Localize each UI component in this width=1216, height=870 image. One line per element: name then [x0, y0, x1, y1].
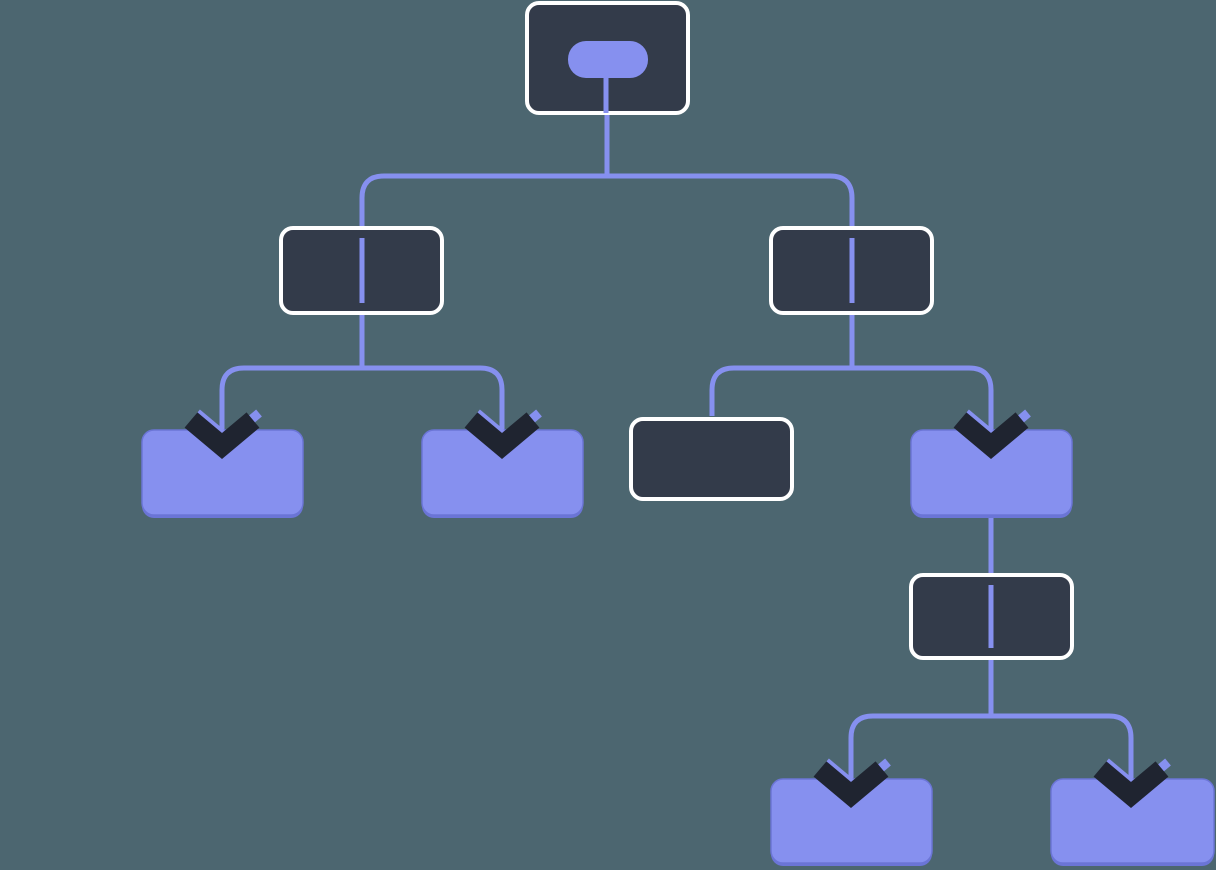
arrowhead-arrowhead-into-level2-leaf-b	[464, 409, 542, 460]
edge-level1-right-to-children-bus	[709, 313, 994, 432]
arrowhead-dark-chevron	[813, 761, 889, 809]
arrowhead-arrowhead-into-level4-leaf-a	[813, 758, 891, 809]
root-pill-shape	[568, 41, 648, 78]
through-line-layer	[359, 238, 994, 648]
edge-branch-2	[991, 713, 1134, 781]
arrowhead-arrowhead-into-level4-leaf-b	[1093, 758, 1171, 809]
node-level2-dark-node[interactable]	[629, 417, 794, 501]
arrowhead-dark-chevron	[1093, 761, 1169, 809]
node-root-node[interactable]	[525, 1, 690, 115]
node-body[interactable]	[629, 417, 794, 501]
arrowhead-dark-chevron	[184, 412, 260, 460]
edge-level3-to-children-bus	[848, 658, 1134, 781]
node-level2-leaf-a[interactable]	[141, 429, 304, 518]
edge-branch-1	[709, 365, 852, 416]
edge-branch-1	[359, 173, 607, 228]
node-level4-leaf-b[interactable]	[1050, 778, 1215, 866]
edge-branch-1	[219, 365, 362, 432]
edge-root-to-level1-bus	[359, 113, 855, 228]
arrowhead-dark-chevron	[953, 412, 1029, 460]
edge-branch-2	[607, 173, 855, 228]
arrowhead-arrowhead-into-level2-leaf-a	[184, 409, 262, 460]
arrowhead-arrowhead-into-level2-leaf-d	[953, 409, 1031, 460]
node-level2-leaf-b[interactable]	[421, 429, 584, 518]
arrowhead-layer	[184, 409, 1171, 809]
edge-level1-left-to-children-bus	[219, 313, 505, 432]
node-level2-leaf-d[interactable]	[910, 429, 1073, 518]
edge-branch-2	[362, 365, 505, 432]
edge-branch-2	[852, 365, 994, 432]
node-level4-leaf-a[interactable]	[770, 778, 933, 866]
arrowhead-dark-chevron	[464, 412, 540, 460]
edge-branch-1	[848, 713, 991, 781]
